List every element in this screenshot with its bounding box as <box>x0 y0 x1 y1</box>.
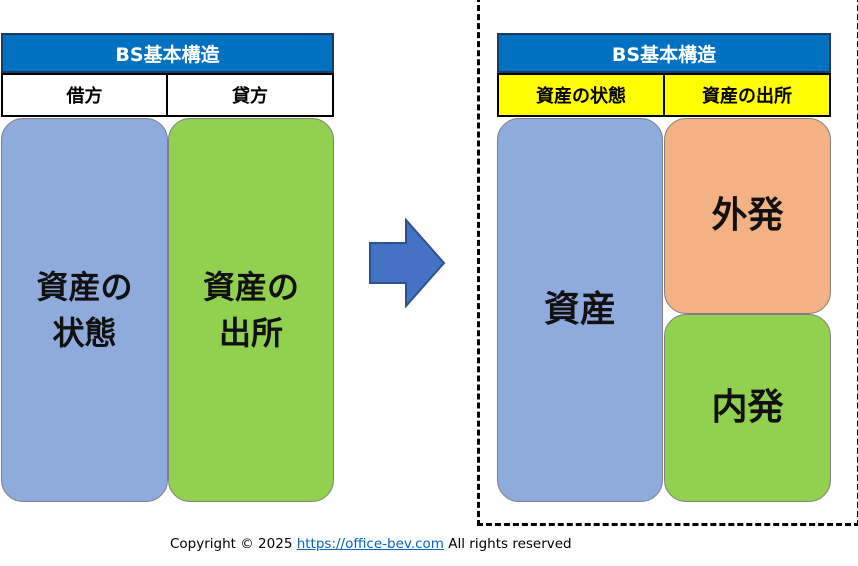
copyright-prefix: Copyright © 2025 <box>170 536 297 552</box>
right-external-block-label: 外発 <box>711 194 784 236</box>
right-internal-block: 内発 <box>664 314 831 502</box>
right-debit-header: 資産の状態 <box>497 73 665 117</box>
right-title-bar: BS基本構造 <box>497 33 831 73</box>
left-credit-header-label: 貸方 <box>232 86 268 107</box>
left-title-bar: BS基本構造 <box>1 33 334 73</box>
copyright-notice: Copyright © 2025 https://office-bev.com … <box>170 536 572 552</box>
left-credit-block: 資産の 出所 <box>168 118 334 502</box>
right-asset-block: 資産 <box>497 118 663 502</box>
left-debit-header-label: 借方 <box>66 86 103 107</box>
copyright-suffix: All rights reserved <box>443 536 572 552</box>
left-credit-header: 貸方 <box>166 73 334 117</box>
left-debit-block: 資産の 状態 <box>1 118 168 502</box>
left-credit-block-line2: 出所 <box>218 314 283 352</box>
right-external-block: 外発 <box>664 118 831 314</box>
right-title: BS基本構造 <box>611 43 717 66</box>
site-link[interactable]: https://office-bev.com <box>296 536 444 552</box>
right-asset-block-label: 資産 <box>543 288 616 330</box>
right-internal-block-label: 内発 <box>711 386 784 428</box>
left-credit-block-line1: 資産の <box>202 267 299 306</box>
right-debit-header-label: 資産の状態 <box>536 86 626 107</box>
left-debit-block-line2: 状態 <box>52 314 117 352</box>
right-credit-header: 資産の出所 <box>663 73 831 117</box>
left-debit-block-line1: 資産の <box>36 267 133 306</box>
left-title: BS基本構造 <box>115 43 220 66</box>
left-debit-header: 借方 <box>1 73 168 117</box>
right-arrow-icon <box>369 218 446 308</box>
right-credit-header-label: 資産の出所 <box>702 86 792 107</box>
